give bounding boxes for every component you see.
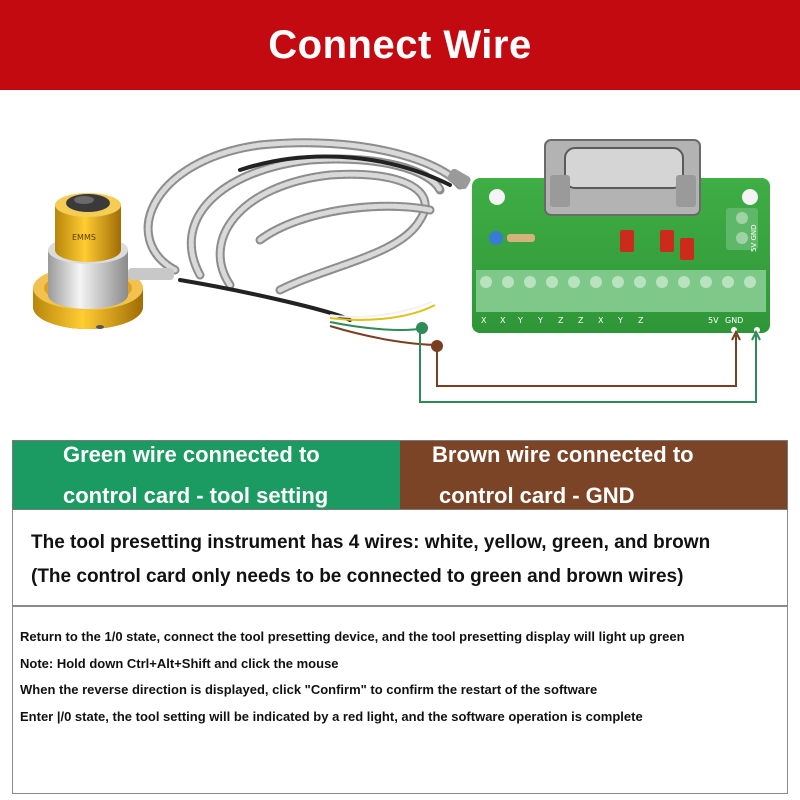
green-wire-line1: Green wire connected to (63, 442, 320, 467)
connection-lines (416, 322, 761, 403)
board-label-gnd: GND (725, 316, 743, 325)
instruction-line: Enter |/0 state, the tool setting will b… (20, 708, 643, 724)
instructions-box: Return to the 1/0 state, connect the too… (12, 606, 788, 794)
brown-wire-line1: Brown wire connected to (432, 442, 694, 467)
svg-text:Z: Z (558, 316, 564, 325)
info-line-2: (The control card only needs to be conne… (31, 566, 684, 587)
svg-text:Y: Y (517, 316, 523, 325)
svg-text:Z: Z (638, 316, 644, 325)
control-card-board: 5V GND X X Y Y Z Z X Y Z 5V GND (472, 139, 770, 333)
product-photo: EMMS 5V GND (0, 90, 800, 435)
terminal-label: 5V GND (750, 224, 758, 252)
header-banner: Connect Wire (0, 0, 800, 90)
svg-text:X: X (500, 316, 506, 325)
svg-text:Y: Y (617, 316, 623, 325)
wire-info-box: The tool presetting instrument has 4 wir… (12, 510, 788, 606)
wiring-illustration: EMMS 5V GND (33, 138, 770, 403)
tool-setter-sensor: EMMS (33, 193, 174, 329)
brown-wire-cell: Brown wire connected to control card - G… (400, 441, 787, 509)
wire-connection-table: Green wire connected to control card - t… (12, 440, 788, 510)
green-wire-line2: control card - tool setting (63, 483, 329, 508)
info-line-1: The tool presetting instrument has 4 wir… (31, 532, 711, 553)
instruction-line: When the reverse direction is displayed,… (20, 682, 598, 697)
svg-text:Z: Z (578, 316, 584, 325)
brown-wire-line2: control card - GND (439, 483, 635, 508)
instruction-line: Return to the 1/0 state, connect the too… (20, 629, 685, 644)
svg-text:X: X (481, 316, 487, 325)
svg-text:X: X (598, 316, 604, 325)
green-wire-cell: Green wire connected to control card - t… (13, 441, 400, 509)
page-title: Connect Wire (268, 22, 532, 67)
svg-text:Y: Y (537, 316, 543, 325)
metal-hose (143, 138, 471, 322)
board-label-5v: 5V (708, 316, 719, 325)
sensor-label: EMMS (72, 233, 96, 242)
instruction-line: Note: Hold down Ctrl+Alt+Shift and click… (20, 655, 339, 671)
